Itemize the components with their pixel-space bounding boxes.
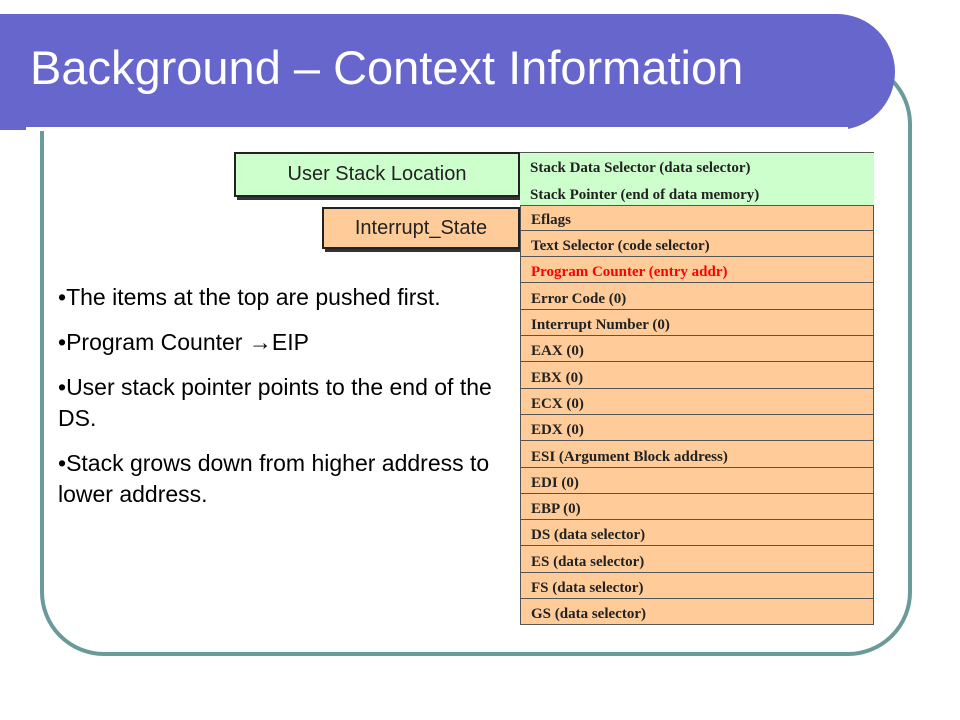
- bullet-text: Stack grows down from higher address to …: [58, 450, 490, 507]
- stack-item: FS (data selector): [520, 572, 874, 600]
- stack-item: ECX (0): [520, 388, 874, 415]
- stack-item: EBP (0): [520, 493, 874, 521]
- bullet-marker: •: [58, 374, 67, 400]
- bullet-text: EIP: [271, 329, 309, 355]
- stack-item: Stack Data Selector (data selector): [520, 152, 874, 179]
- stack-diagram: Stack Data Selector (data selector) Stac…: [520, 152, 874, 626]
- stack-item: EAX (0): [520, 336, 874, 363]
- bullet-item: •The items at the top are pushed first.: [58, 282, 498, 313]
- slide-title: Background – Context Information: [30, 41, 744, 94]
- stack-item: Error Code (0): [520, 283, 874, 310]
- bullet-text: The items at the top are pushed first.: [66, 284, 441, 310]
- stack-item: Eflags: [520, 204, 874, 231]
- stack-item: EDI (0): [520, 467, 874, 494]
- stack-item-program-counter: Program Counter (entry addr): [520, 257, 874, 284]
- stack-item: EBX (0): [520, 362, 874, 389]
- stack-item: Stack Pointer (end of data memory): [520, 178, 874, 205]
- bullet-item: •Program Counter →EIP: [58, 327, 498, 358]
- arrow-icon: →: [248, 329, 272, 355]
- title-bar: [0, 14, 895, 130]
- bullet-item: •User stack pointer points to the end of…: [58, 372, 498, 434]
- stack-item: ES (data selector): [520, 546, 874, 573]
- stack-item: ESI (Argument Block address): [520, 441, 874, 468]
- stack-item: GS (data selector): [520, 599, 874, 626]
- stack-item: Interrupt Number (0): [520, 309, 874, 337]
- interrupt-state-label: Interrupt_State: [322, 207, 520, 249]
- bullet-marker: •: [58, 329, 67, 355]
- stack-item: DS (data selector): [520, 520, 874, 547]
- user-stack-location-label: User Stack Location: [234, 152, 520, 197]
- bullet-marker: •: [58, 450, 67, 476]
- stack-item: EDX (0): [520, 414, 874, 442]
- stack-item: Text Selector (code selector): [520, 230, 874, 258]
- bullet-list: •The items at the top are pushed first. …: [58, 282, 498, 524]
- bullet-text: User stack pointer points to the end of …: [58, 374, 492, 431]
- bullet-item: •Stack grows down from higher address to…: [58, 448, 498, 510]
- title-underline: [26, 127, 848, 131]
- bullet-marker: •: [58, 284, 67, 310]
- bullet-text: Program Counter: [66, 329, 249, 355]
